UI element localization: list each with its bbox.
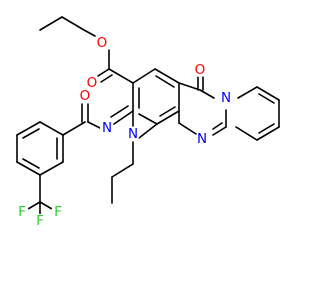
ring-bond bbox=[178, 122, 197, 135]
ester-carbonyl-oxygen: O bbox=[87, 75, 98, 91]
cf-bond-left bbox=[27, 201, 41, 210]
ring-bond-inner bbox=[258, 123, 275, 134]
ring-bond bbox=[39, 121, 64, 136]
molecule-svg: O O O O N N N N F F F bbox=[15, 16, 280, 229]
ring-bond bbox=[16, 161, 41, 176]
propyl-nitrogen: N bbox=[128, 126, 138, 142]
ring-bond bbox=[156, 110, 180, 125]
ester-carbonyl-bond-b bbox=[100, 74, 113, 83]
label-bg bbox=[33, 214, 47, 228]
atom-labels: O O O O N N N N F F F bbox=[15, 35, 233, 229]
label-bg bbox=[126, 127, 140, 141]
ring-bond bbox=[237, 86, 258, 99]
imine-bond-b bbox=[110, 105, 129, 118]
ring-bond bbox=[39, 161, 64, 176]
fluorine-bottom: F bbox=[54, 204, 62, 220]
ester-to-ring-bond bbox=[108, 68, 134, 84]
ring-bond bbox=[178, 82, 201, 91]
label-bg bbox=[193, 63, 207, 77]
ring-bond bbox=[212, 126, 227, 136]
ring-bond-inner bbox=[22, 128, 40, 139]
label-bg bbox=[51, 205, 65, 219]
ring-bond bbox=[154, 68, 180, 84]
ring-fusion-nitrogen: N bbox=[221, 90, 231, 106]
ring-bond-to-n bbox=[199, 89, 215, 99]
ring-carbonyl-oxygen: O bbox=[195, 62, 206, 78]
propyl-bond bbox=[111, 163, 134, 178]
ring-bond bbox=[138, 123, 158, 139]
ester-ether-oxygen: O bbox=[97, 35, 108, 51]
label-bg bbox=[15, 205, 29, 219]
ethyl-ch3-bond bbox=[39, 16, 63, 31]
ester-carbonyl-bond-a bbox=[97, 68, 110, 77]
ethyl-ch2-bond bbox=[61, 16, 85, 31]
ring-bond-inner bbox=[258, 93, 275, 104]
label-bg bbox=[195, 132, 209, 146]
ring-bond bbox=[256, 126, 280, 141]
fluorine-left: F bbox=[18, 204, 26, 220]
pyrimidine-nitrogen: N bbox=[197, 131, 207, 147]
label-bg bbox=[100, 121, 114, 135]
ring-bond bbox=[132, 68, 156, 84]
imine-bond-a bbox=[113, 110, 134, 125]
label-bg bbox=[95, 36, 109, 50]
molecule-structure-diagram: O O O O N N N N F F F bbox=[15, 16, 280, 229]
ring-bond bbox=[235, 126, 258, 141]
amide-to-ring-bond bbox=[62, 121, 86, 136]
ring-bond-inner bbox=[22, 158, 40, 169]
label-bg bbox=[219, 91, 233, 105]
ring-bond bbox=[138, 113, 158, 125]
ring-bond-inner bbox=[159, 106, 176, 117]
fluorine-top: F bbox=[36, 213, 44, 229]
label-bg bbox=[85, 76, 99, 90]
label-bg bbox=[78, 89, 92, 103]
ring-bond bbox=[256, 86, 280, 101]
ring-bond-inner bbox=[212, 122, 223, 130]
ring-bond bbox=[16, 121, 41, 136]
amide-n-bond bbox=[87, 121, 101, 129]
ring-bond-inner bbox=[155, 75, 175, 88]
ether-o-bond-left bbox=[83, 29, 96, 37]
amide-oxygen: O bbox=[80, 88, 91, 104]
imine-nitrogen: N bbox=[102, 120, 112, 136]
cf-bond-right bbox=[39, 201, 53, 210]
